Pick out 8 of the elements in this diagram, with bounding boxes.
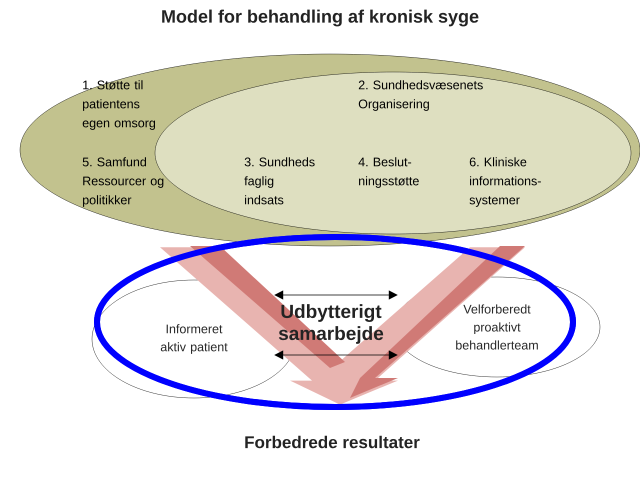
item-text: 6. Kliniske informations- systemer bbox=[470, 157, 541, 207]
item-text: 5. Samfund Ressourcer og politikker bbox=[82, 157, 164, 207]
result-text: Forbedrede resultater bbox=[245, 436, 420, 448]
item-text: 3. Sundheds faglig indsats bbox=[244, 157, 315, 204]
item-text: 4. Beslut- ningsstøtte bbox=[358, 157, 419, 188]
item-text: 2. Sundhedsvæsenets Organisering bbox=[358, 80, 483, 111]
title: Model for behandling af kronisk syge bbox=[162, 10, 478, 26]
item-text: 1. Støtte til patientens egen omsorg bbox=[82, 80, 156, 130]
